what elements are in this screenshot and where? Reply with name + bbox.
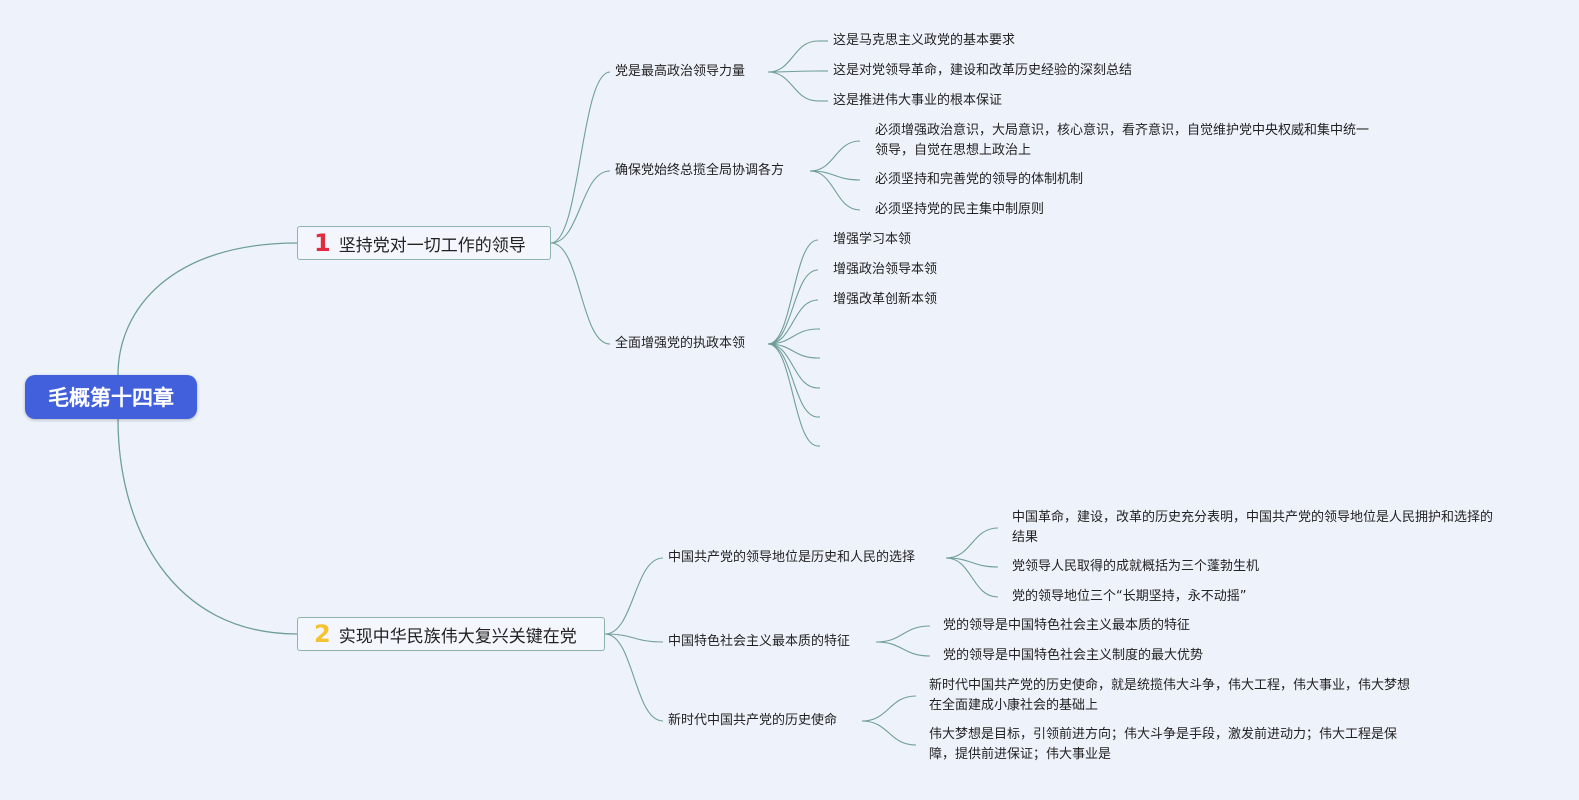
leaf-node[interactable]: 这是马克思主义政党的基本要求 bbox=[833, 33, 1016, 48]
leaf-node[interactable]: 必须坚持党的民主集中制原则 bbox=[875, 202, 1045, 217]
leaf-node[interactable]: 必须坚持和完善党的领导的体制机制 bbox=[875, 172, 1084, 187]
connector-line bbox=[875, 625, 931, 643]
leaf-node[interactable]: 党的领导地位三个“长期坚持，永不动摇” bbox=[1012, 589, 1247, 604]
leaf-node[interactable]: 中国革命，建设，改革的历史充分表明，中国共产党的领导地位是人民拥护和选择的结果 bbox=[1012, 510, 1494, 545]
topic-label-2: 实现中华民族伟大复兴关键在党 bbox=[338, 626, 577, 647]
leaf-node[interactable]: 增强改革创新本领 bbox=[833, 292, 938, 307]
leaf-node[interactable]: 这是推进伟大事业的根本保证 bbox=[833, 93, 1003, 108]
connector-line bbox=[875, 641, 931, 657]
subtopic-node[interactable]: 新时代中国共产党的历史使命 bbox=[668, 713, 838, 728]
subtopic-node[interactable]: 确保党始终总揽全局协调各方 bbox=[615, 163, 785, 178]
topic-number-2-badge: 2 bbox=[314, 620, 331, 648]
connector-line bbox=[767, 40, 819, 73]
leaf-node[interactable]: 增强学习本领 bbox=[833, 232, 912, 247]
subtopic-node[interactable]: 中国共产党的领导地位是历史和人民的选择 bbox=[668, 550, 916, 565]
subtopic-node[interactable]: 党是最高政治领导力量 bbox=[615, 64, 746, 79]
root-node[interactable]: 毛概第十四章 bbox=[25, 375, 197, 419]
subtopic-node[interactable]: 全面增强党的执政本领 bbox=[615, 336, 746, 351]
connector-line bbox=[767, 328, 819, 345]
connector-line bbox=[604, 633, 664, 643]
connector-line bbox=[767, 343, 819, 389]
connector-line bbox=[767, 299, 819, 345]
connector-line bbox=[604, 557, 664, 635]
leaf-node[interactable]: 党领导人民取得的成就概括为三个蓬勃生机 bbox=[1012, 559, 1260, 574]
connector-line bbox=[550, 170, 611, 244]
leaf-node[interactable]: 党的领导是中国特色社会主义制度的最大优势 bbox=[943, 648, 1204, 663]
leaf-node[interactable]: 新时代中国共产党的历史使命，就是统揽伟大斗争，伟大工程，伟大事业，伟大梦想在全面… bbox=[929, 678, 1411, 713]
topic-node-1[interactable]: 1 坚持党对一切工作的领导 bbox=[297, 226, 551, 260]
connector-line bbox=[117, 418, 298, 635]
subtopic-node[interactable]: 中国特色社会主义最本质的特征 bbox=[668, 634, 851, 649]
connector-line bbox=[767, 71, 819, 102]
connector-line bbox=[809, 140, 861, 172]
connector-line bbox=[550, 242, 611, 345]
connector-line bbox=[550, 71, 611, 244]
leaf-node[interactable]: 必须增强政治意识，大局意识，核心意识，看齐意识，自觉维护党中央权威和集中统一领导… bbox=[875, 123, 1370, 158]
connector-line bbox=[945, 557, 999, 598]
connector-line bbox=[767, 70, 819, 73]
connector-line bbox=[767, 343, 819, 447]
root-label: 毛概第十四章 bbox=[48, 386, 174, 410]
leaf-node[interactable]: 这是对党领导革命，建设和改革历史经验的深刻总结 bbox=[833, 63, 1133, 78]
leaf-node[interactable]: 增强政治领导本领 bbox=[833, 262, 938, 277]
topic-node-2[interactable]: 2 实现中华民族伟大复兴关键在党 bbox=[297, 617, 605, 651]
connector-line bbox=[767, 269, 819, 345]
connector-line bbox=[117, 242, 298, 376]
leaf-node[interactable]: 伟大梦想是目标，引领前进方向；伟大斗争是手段，激发前进动力；伟大工程是保障，提供… bbox=[929, 727, 1398, 762]
connector-line bbox=[604, 633, 664, 722]
connector-line bbox=[767, 239, 819, 345]
connector-line bbox=[767, 343, 819, 418]
leaf-node[interactable]: 党的领导是中国特色社会主义最本质的特征 bbox=[943, 618, 1191, 633]
connector-line bbox=[861, 720, 917, 746]
connector-line bbox=[809, 170, 861, 211]
topic-label-1: 坚持党对一切工作的领导 bbox=[338, 235, 526, 256]
topic-number-1-badge: 1 bbox=[314, 229, 331, 257]
connector-line bbox=[861, 695, 917, 722]
connector-line bbox=[945, 527, 999, 559]
